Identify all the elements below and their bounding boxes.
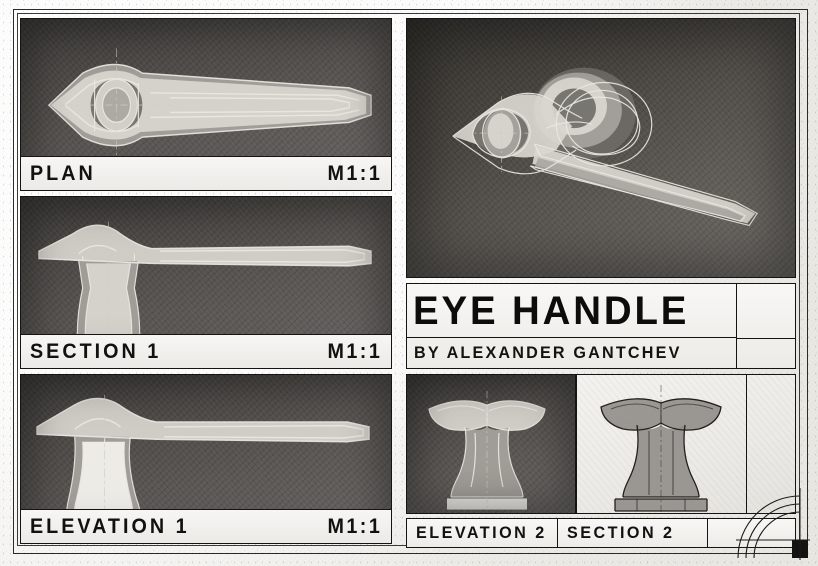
perspective-artwork [407, 19, 795, 277]
section-1-label-bar: SECTION 1 M1:1 [21, 334, 391, 368]
title-block-text-column: EYE HANDLE BY ALEXANDER GANTCHEV [407, 284, 736, 368]
title-block: EYE HANDLE BY ALEXANDER GANTCHEV [406, 283, 796, 369]
plan-label-bar: PLAN M1:1 [21, 156, 391, 190]
corner-registration-mark [736, 488, 810, 560]
title-row: EYE HANDLE [407, 284, 736, 338]
detail-views-divider [575, 375, 577, 513]
elevation-1-label-bar: ELEVATION 1 M1:1 [21, 509, 391, 543]
title-block-side-column [736, 284, 795, 368]
sheet-author: BY ALEXANDER GANTCHEV [414, 343, 682, 362]
plan-drawing [47, 48, 372, 162]
elevation-1-scale: M1:1 [327, 514, 382, 538]
sheet-title: EYE HANDLE [413, 288, 690, 333]
plan-scale: M1:1 [327, 161, 382, 185]
plan-label: PLAN [30, 161, 96, 185]
note-box [737, 339, 795, 368]
panel-plan[interactable]: PLAN M1:1 [20, 18, 392, 191]
author-row: BY ALEXANDER GANTCHEV [407, 338, 736, 368]
panel-detail-views[interactable] [406, 374, 796, 514]
sheet-frame-outer [13, 9, 808, 554]
detail-label-blank-cell [707, 519, 795, 547]
perspective-drawing [452, 67, 759, 227]
elevation-2-artwork [407, 375, 575, 513]
panel-section-1[interactable]: SECTION 1 M1:1 [20, 196, 392, 369]
section-1-scale: M1:1 [327, 339, 382, 363]
panel-elevation-1[interactable]: ELEVATION 1 M1:1 [20, 374, 392, 544]
logo-box [737, 284, 795, 339]
section-2-label: SECTION 2 [567, 523, 675, 542]
panel-perspective[interactable] [406, 18, 796, 278]
detail-views-right-rule [745, 375, 747, 513]
section-2-label-cell: SECTION 2 [557, 519, 707, 547]
elevation-2-label: ELEVATION 2 [416, 523, 547, 542]
detail-label-bar: ELEVATION 2 SECTION 2 [406, 518, 796, 548]
elevation-2-drawing [428, 391, 546, 511]
section-1-label: SECTION 1 [30, 339, 162, 363]
quarter-arc-icon [736, 488, 810, 560]
section-2-drawing [600, 385, 722, 513]
elevation-1-label: ELEVATION 1 [30, 514, 190, 538]
elevation-2-label-cell: ELEVATION 2 [407, 519, 557, 547]
section-2-artwork [577, 375, 795, 513]
